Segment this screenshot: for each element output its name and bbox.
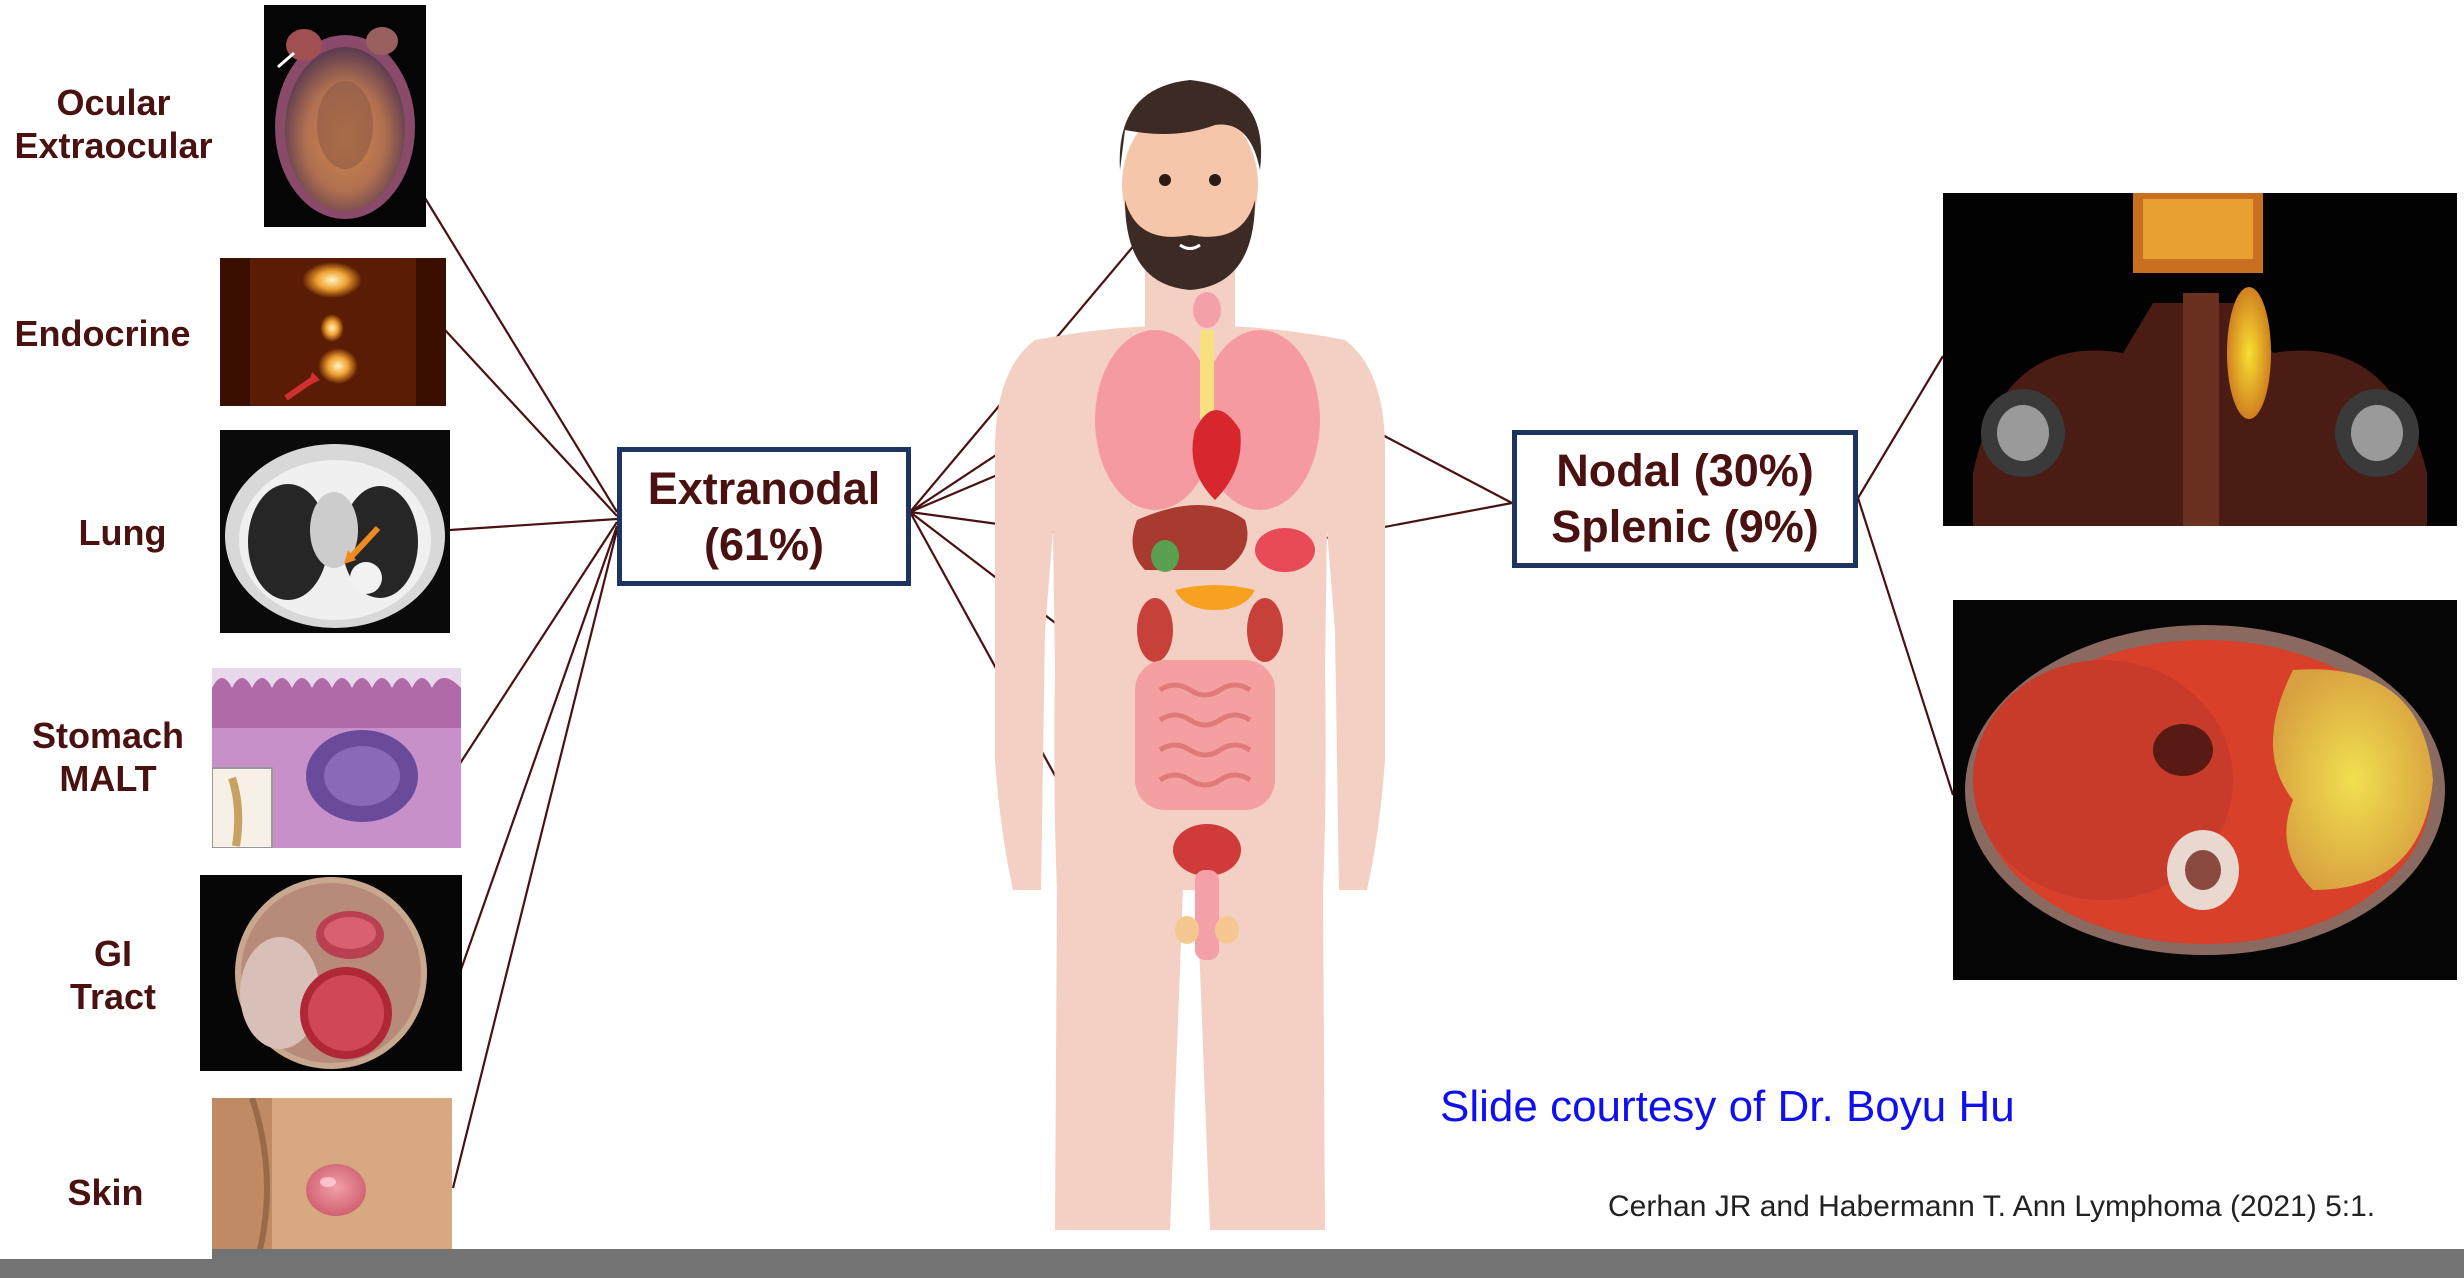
label-stomach-malt: Stomach MALT	[18, 714, 198, 800]
ocular-pet-scan-image	[264, 5, 426, 227]
lung-ct-image	[220, 430, 450, 633]
head-icon	[1120, 80, 1261, 290]
label-lung: Lung	[40, 511, 205, 554]
footer-notch	[0, 1249, 212, 1259]
footer-bar	[0, 1249, 2464, 1278]
label-skin: Skin	[28, 1171, 183, 1214]
nodal-splenic-box: Nodal (30%) Splenic (9%)	[1512, 430, 1858, 568]
citation: Cerhan JR and Habermann T. Ann Lymphoma …	[1608, 1190, 2375, 1224]
label-gi-tract: GI Tract	[28, 932, 198, 1018]
endocrine-pet-image	[220, 258, 446, 406]
human-body-illustration	[975, 70, 1405, 1230]
stomach-histology-image	[212, 668, 461, 848]
label-ocular-extraocular: Ocular Extraocular	[6, 81, 221, 167]
splenic-pet-ct-image	[1953, 600, 2457, 980]
label-endocrine: Endocrine	[0, 312, 205, 355]
gi-endoscopy-image	[200, 875, 462, 1071]
extranodal-box: Extranodal (61%)	[617, 447, 911, 586]
nodal-pet-ct-image	[1943, 193, 2457, 526]
slide-credit: Slide courtesy of Dr. Boyu Hu	[1440, 1082, 2015, 1132]
